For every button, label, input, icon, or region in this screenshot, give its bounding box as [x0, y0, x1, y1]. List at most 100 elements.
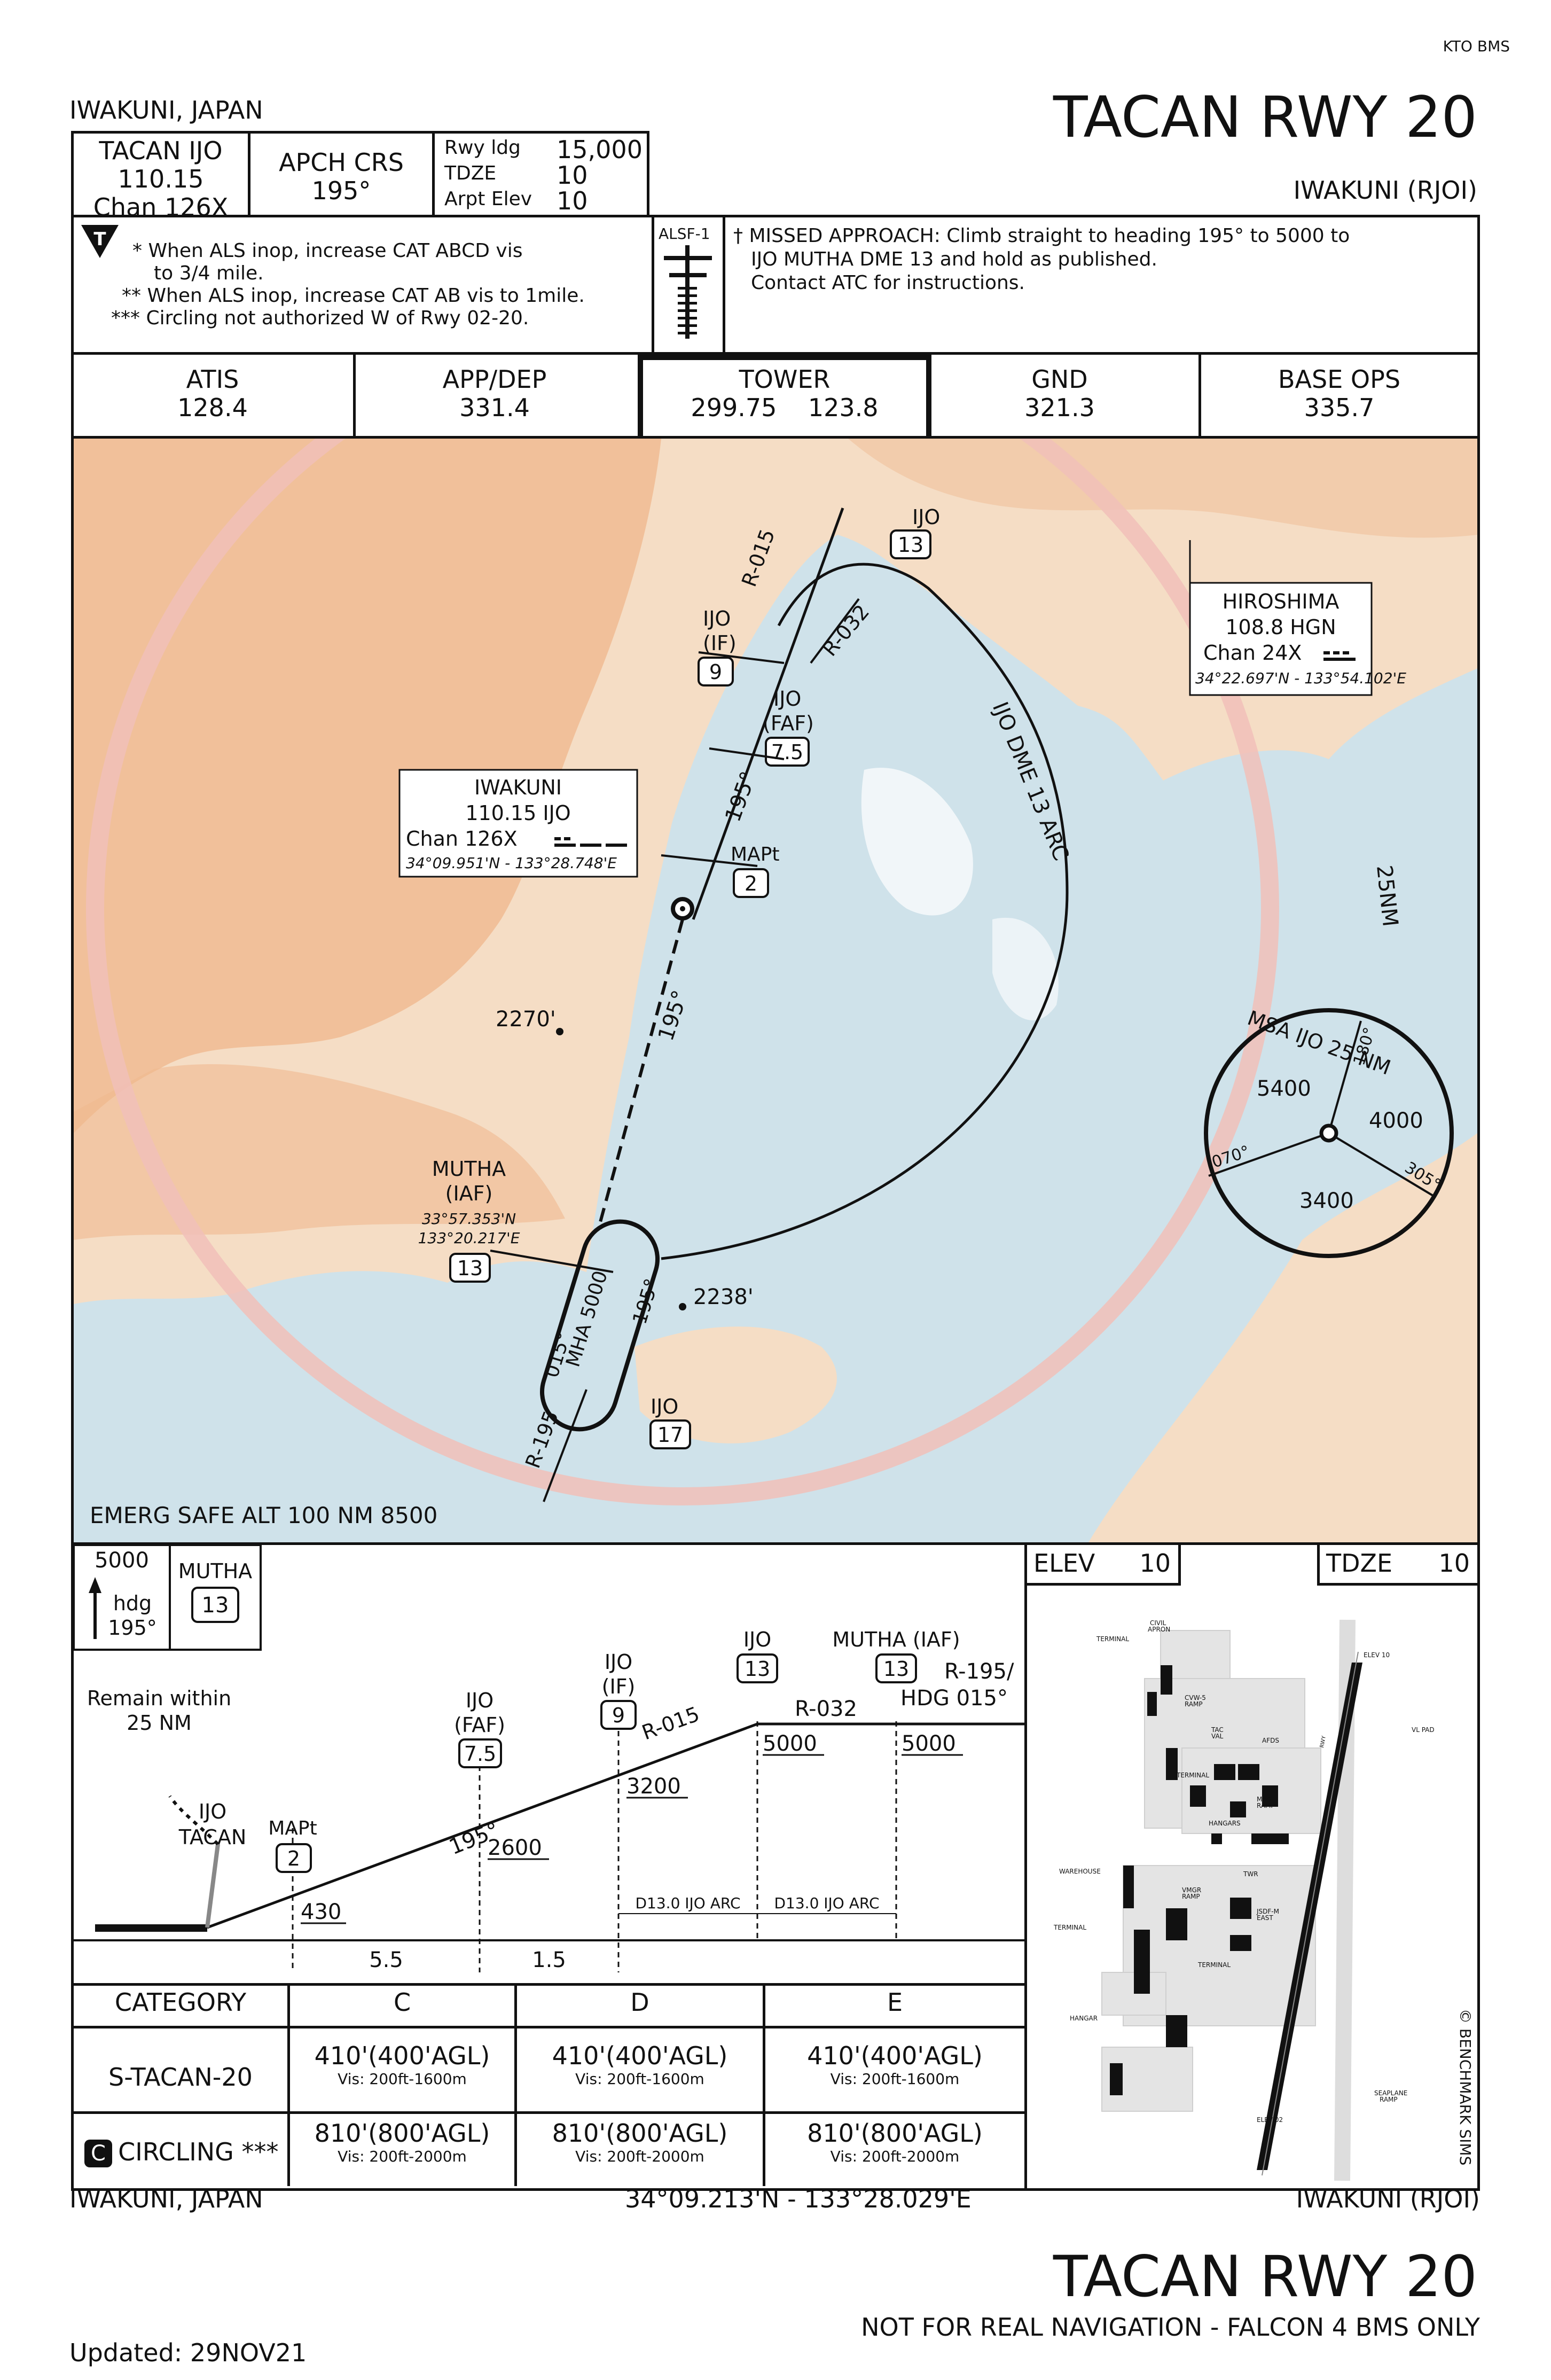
- dme-box: [191, 1587, 239, 1623]
- fix-tick: [661, 854, 758, 867]
- r195-label: R-195: [521, 1408, 563, 1471]
- label-elev10: ELEV 10: [1364, 1651, 1390, 1659]
- arc-label: IJO DME 13 ARC: [988, 699, 1074, 864]
- nav-frequency: 110.15: [118, 164, 204, 193]
- notes-box: T * When ALS inop, increase CAT ABCD vis…: [71, 215, 1480, 355]
- nav-box: TACAN IJO 110.15 Chan 126X: [71, 131, 250, 221]
- mutha-iaf: (IAF): [445, 1182, 493, 1205]
- mutha-lon: 133°20.217'E: [418, 1229, 520, 1247]
- divider: [763, 1983, 765, 2186]
- tdze-label: TDZE: [444, 162, 497, 184]
- hiro-chan: Chan 24X: [1203, 641, 1302, 665]
- comm-baseops: BASE OPS 335.7: [1201, 365, 1477, 422]
- divider: [652, 217, 654, 352]
- label-terminal-2: TERMINAL: [1176, 1772, 1209, 1779]
- iwakuni-name: IWAKUNI: [474, 776, 562, 799]
- label-hangar: HANGAR: [1070, 2015, 1098, 2022]
- minima-alt: 810'(800'AGL): [552, 2119, 728, 2148]
- prof-ijo-if: IJO: [605, 1650, 632, 1674]
- minima-cell: 410'(400'AGL) Vis: 200ft-1600m: [765, 2042, 1024, 2088]
- dme-box: [458, 1738, 502, 1768]
- label-cvw5: CVW-5: [1185, 1694, 1206, 1702]
- iwakuni-navaid-box: [398, 769, 638, 878]
- svg-text:RAMP: RAMP: [1257, 1802, 1275, 1809]
- footer-disclaimer: NOT FOR REAL NAVIGATION - FALCON 4 BMS O…: [861, 2313, 1480, 2342]
- range-ring: [86, 439, 1279, 1505]
- category-e: E: [887, 1988, 903, 2017]
- iwakuni-chan: Chan 126X: [406, 827, 518, 850]
- prof-ijo-tacan: IJO: [199, 1800, 226, 1823]
- approach-lights-icon: [664, 245, 712, 339]
- airport-diagram: ELEV 10 TDZE 10 RWY C: [1024, 1542, 1480, 2191]
- dme-17: 17: [657, 1423, 683, 1447]
- minima-vis: Vis: 200ft-1600m: [575, 2070, 704, 2088]
- divider: [287, 1983, 290, 2186]
- tacan-icon: [671, 897, 694, 920]
- fix-mapt: MAPt: [731, 844, 780, 865]
- msa-sector-line: [1328, 1020, 1362, 1134]
- dme-9: 9: [709, 660, 722, 684]
- terrain: [848, 439, 1477, 538]
- label-terminal-4: TERMINAL: [1197, 1961, 1231, 1969]
- fix-tick: [698, 651, 785, 664]
- svg-text:VAL: VAL: [1211, 1733, 1224, 1740]
- prof-dist2: 1.5: [532, 1948, 566, 1972]
- label-terminal-3: TERMINAL: [1053, 1924, 1086, 1931]
- mutha-dme: 13: [457, 1257, 483, 1280]
- elev-box: ELEV 10: [1027, 1545, 1181, 1586]
- prof-d13b: 13: [883, 1657, 909, 1681]
- morse-icon: [554, 837, 627, 847]
- note-3: *** Circling not authorized W of Rwy 02-…: [111, 307, 529, 329]
- dme-box: [890, 529, 931, 559]
- hold-195: 195°: [629, 1276, 663, 1327]
- apch-crs-label: APCH CRS: [279, 148, 404, 177]
- prof-430: 430: [301, 1900, 341, 1924]
- remain-within: Remain within: [87, 1687, 231, 1710]
- r032-label: R-032: [818, 600, 874, 660]
- svg-text:APRON: APRON: [1148, 1626, 1170, 1633]
- rwy-info-box: Rwy ldg 15,000 TDZE 10 Arpt Elev 10: [432, 131, 649, 217]
- climb-hdg: hdg: [113, 1591, 152, 1615]
- spot-elevation-dot: [679, 1303, 686, 1310]
- msa-tacan-icon: [1319, 1123, 1338, 1143]
- iwakuni-freq: 110.15 IJO: [465, 801, 570, 825]
- prof-r195-hdg: R-195/: [944, 1659, 1014, 1684]
- prof-r032: R-032: [795, 1697, 857, 1721]
- label-elev02: ELEV 02: [1257, 2116, 1283, 2124]
- prof-d75: 7.5: [464, 1742, 496, 1766]
- footer-title: TACAN RWY 20: [1053, 2244, 1477, 2309]
- profile-svg: 5000 hdg 195° MUTHA 13 Remain within 25 …: [73, 1544, 1024, 1972]
- label-twr: TWR: [1243, 1870, 1258, 1878]
- label-tacval: TAC: [1211, 1726, 1224, 1734]
- missed-course: [598, 919, 684, 1224]
- label-mag: MAG: [1257, 1796, 1272, 1803]
- hold-box: [169, 1544, 262, 1651]
- comm-gnd: GND 321.3: [921, 365, 1198, 422]
- svg-text:T: T: [93, 229, 106, 250]
- inbound-course: [692, 508, 844, 920]
- divider: [353, 355, 356, 436]
- mutha-lat: 33°57.353'N: [422, 1210, 516, 1228]
- prof-faf: (FAF): [454, 1713, 505, 1737]
- fix-ijo-if: IJO: [703, 607, 731, 630]
- tdze-label: TDZE: [1326, 1549, 1393, 1578]
- runway-icon: [95, 1924, 207, 1932]
- prof-5000a: 5000: [763, 1731, 817, 1756]
- prof-r015: R-015: [639, 1702, 702, 1744]
- hold-dme: 13: [202, 1593, 229, 1618]
- rwy-ldg: 15,000: [557, 135, 643, 164]
- takeoff-minimums-icon: T: [81, 225, 119, 258]
- climb-alt: 5000: [95, 1548, 149, 1573]
- minima-alt: 810'(800'AGL): [314, 2119, 490, 2148]
- prof-hdg015: HDG 015°: [900, 1686, 1008, 1711]
- tdze-value: 10: [1438, 1549, 1470, 1578]
- prof-ijo-faf: IJO: [466, 1689, 494, 1712]
- prof-mapt: MAPt: [268, 1817, 317, 1839]
- dme-2: 2: [745, 872, 757, 895]
- buildings: [1110, 1665, 1289, 2095]
- svg-text:EAST: EAST: [1257, 1914, 1273, 1922]
- label-terminal: TERMINAL: [1096, 1635, 1129, 1643]
- copyright: © BENCHMARK SIMS: [1456, 2009, 1474, 2166]
- minima-cell: 810'(800'AGL) Vis: 200ft-2000m: [290, 2119, 514, 2165]
